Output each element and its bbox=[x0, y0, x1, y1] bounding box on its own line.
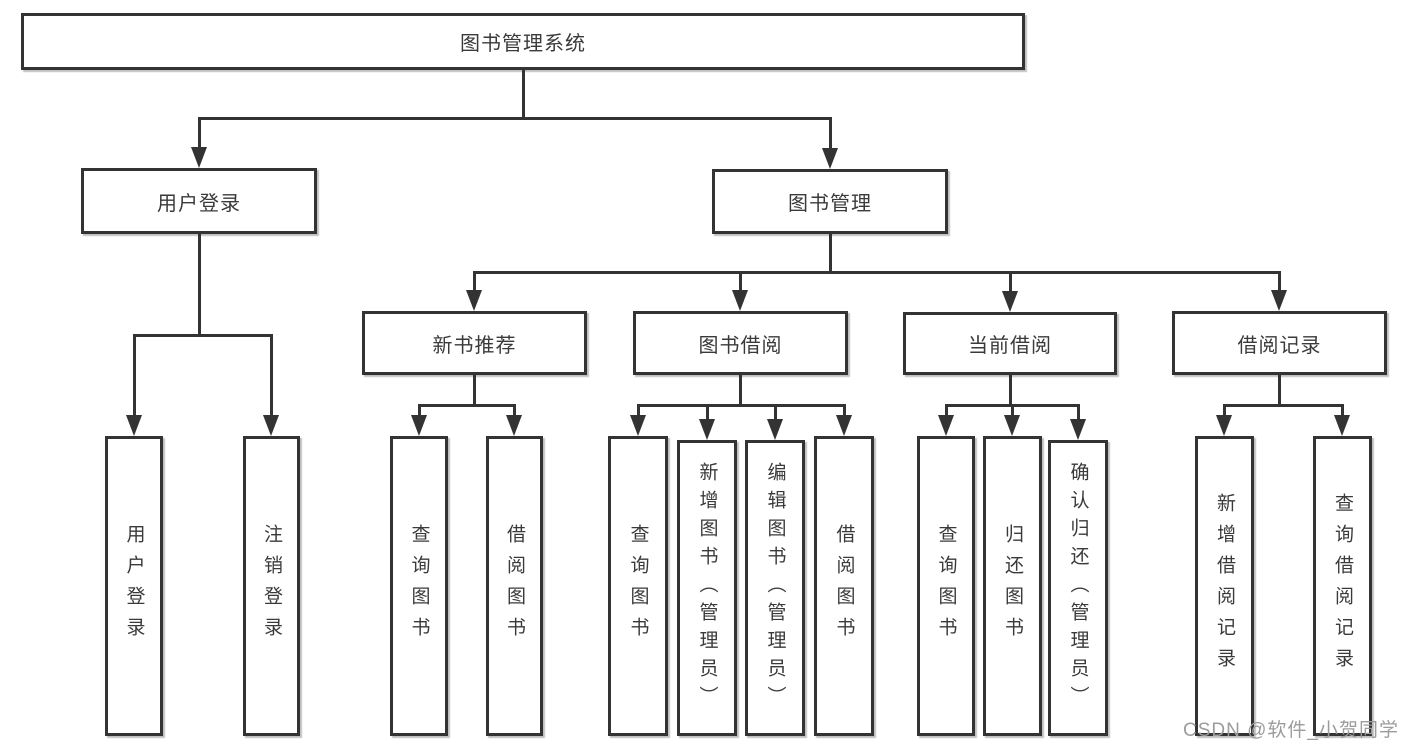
connector bbox=[270, 334, 273, 415]
connector bbox=[198, 117, 201, 148]
arrowhead bbox=[506, 415, 522, 436]
leaf-query-books-current: 查询图书 bbox=[917, 436, 975, 736]
connector bbox=[829, 117, 832, 149]
arrowhead bbox=[411, 415, 427, 436]
connector bbox=[637, 404, 640, 415]
arrowhead bbox=[126, 415, 142, 436]
connector bbox=[945, 404, 948, 415]
connector bbox=[198, 234, 201, 336]
leaf-logout: 注销登录 bbox=[243, 436, 300, 736]
leaf-query-borrow-record: 查询借阅记录 bbox=[1313, 436, 1372, 736]
connector bbox=[1009, 271, 1012, 291]
connector bbox=[473, 271, 476, 290]
connector bbox=[774, 404, 777, 419]
connector bbox=[739, 375, 742, 406]
connector bbox=[133, 334, 272, 337]
connector bbox=[1278, 271, 1281, 290]
leaf-query-books-borrowing: 查询图书 bbox=[608, 436, 668, 736]
leaf-add-book-admin: 新增图书（管理员） bbox=[677, 440, 737, 736]
connector bbox=[473, 271, 1280, 274]
connector bbox=[198, 117, 831, 120]
arrowhead bbox=[263, 415, 279, 436]
connector bbox=[133, 334, 136, 415]
arrowhead bbox=[1334, 415, 1350, 436]
connector bbox=[1278, 375, 1281, 406]
leaf-confirm-return-admin: 确认归还（管理员） bbox=[1048, 440, 1108, 736]
node-book-management: 图书管理 bbox=[712, 169, 948, 234]
arrowhead bbox=[1002, 291, 1018, 312]
arrowhead bbox=[191, 147, 207, 168]
arrowhead bbox=[466, 290, 482, 311]
leaf-add-borrow-record: 新增借阅记录 bbox=[1195, 436, 1254, 736]
arrowhead bbox=[822, 148, 838, 169]
arrowhead bbox=[767, 419, 783, 440]
leaf-user-login: 用户登录 bbox=[105, 436, 163, 736]
leaf-return-books: 归还图书 bbox=[983, 436, 1042, 736]
leaf-borrow-books-borrowing: 借阅图书 bbox=[814, 436, 874, 736]
node-new-book-recommend: 新书推荐 bbox=[362, 311, 587, 375]
node-borrowing-records: 借阅记录 bbox=[1172, 311, 1387, 375]
connector bbox=[1223, 404, 1343, 407]
connector bbox=[843, 404, 846, 415]
connector bbox=[418, 404, 516, 407]
connector bbox=[1341, 404, 1344, 415]
connector bbox=[1011, 404, 1014, 415]
arrowhead bbox=[1216, 415, 1232, 436]
connector bbox=[418, 404, 421, 415]
leaf-borrow-books-recommend: 借阅图书 bbox=[486, 436, 543, 736]
connector bbox=[1077, 404, 1080, 419]
node-current-borrowing: 当前借阅 bbox=[903, 312, 1117, 375]
arrowhead bbox=[1271, 290, 1287, 311]
leaf-query-books-recommend: 查询图书 bbox=[390, 436, 448, 736]
arrowhead bbox=[732, 290, 748, 311]
connector bbox=[513, 404, 516, 415]
node-user-login: 用户登录 bbox=[81, 168, 317, 234]
leaf-edit-book-admin: 编辑图书（管理员） bbox=[745, 440, 805, 736]
connector bbox=[637, 404, 845, 407]
connector bbox=[706, 404, 709, 419]
arrowhead bbox=[699, 419, 715, 440]
arrowhead bbox=[630, 415, 646, 436]
node-book-borrowing: 图书借阅 bbox=[633, 311, 848, 375]
node-library-system: 图书管理系统 bbox=[21, 13, 1025, 70]
connector bbox=[1009, 375, 1012, 406]
connector bbox=[1223, 404, 1226, 415]
connector bbox=[739, 271, 742, 290]
csdn-watermark: CSDN @软件_小贺同学 bbox=[1183, 720, 1399, 741]
arrowhead bbox=[938, 415, 954, 436]
arrowhead bbox=[1004, 415, 1020, 436]
connector bbox=[522, 70, 525, 119]
connector bbox=[829, 234, 832, 273]
connector bbox=[473, 375, 476, 406]
arrowhead bbox=[836, 415, 852, 436]
arrowhead bbox=[1070, 419, 1086, 440]
